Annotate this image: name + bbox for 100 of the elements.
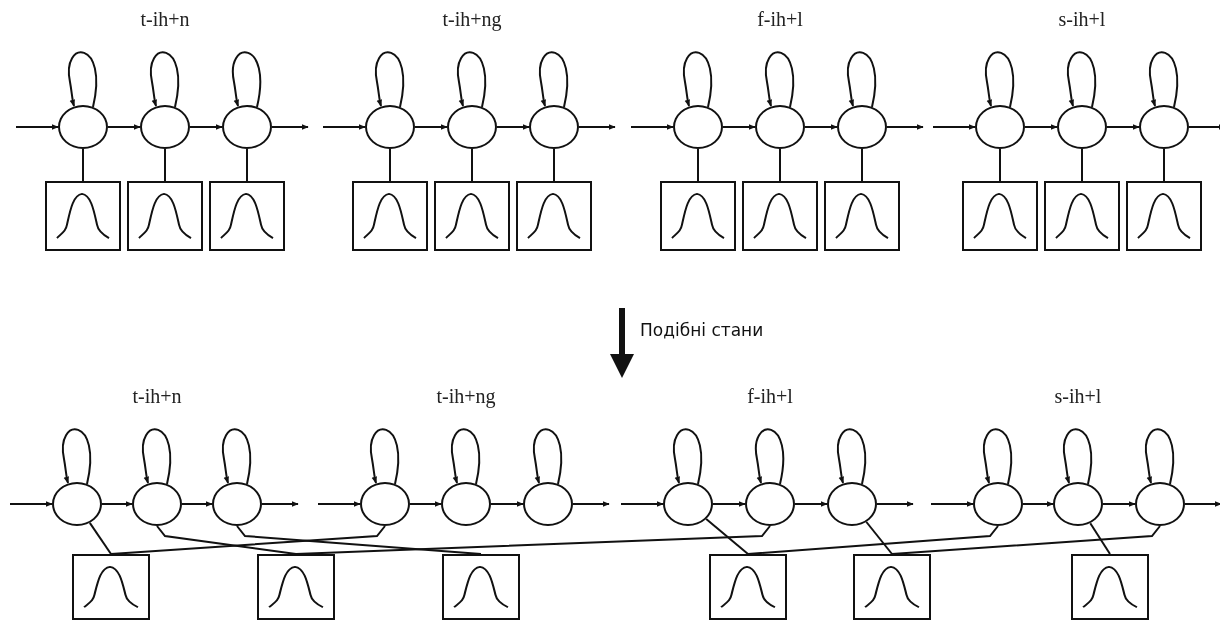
arrow: [317, 501, 361, 507]
link-line: [295, 525, 771, 555]
arrow: [1188, 124, 1220, 130]
distribution-box: [434, 181, 510, 251]
self-loop-arrow: [61, 428, 92, 485]
state-ellipse: [52, 482, 102, 526]
link-line: [88, 521, 112, 555]
state-ellipse: [1135, 482, 1185, 526]
arrow: [578, 124, 616, 130]
model-label: s-ih+l: [1054, 385, 1102, 408]
self-loop-arrow: [982, 428, 1013, 485]
state-ellipse: [755, 105, 805, 149]
arrow: [572, 501, 610, 507]
arrow: [261, 501, 299, 507]
distribution-box: [72, 554, 150, 620]
model-label: f-ih+l: [747, 385, 793, 408]
state-ellipse: [441, 482, 491, 526]
arrow: [794, 501, 828, 507]
state-ellipse: [837, 105, 887, 149]
self-loop-arrow: [221, 428, 252, 485]
link-line: [861, 148, 863, 182]
model-label: t-ih+ng: [442, 8, 502, 31]
state-ellipse: [212, 482, 262, 526]
state-ellipse: [529, 105, 579, 149]
arrow: [490, 501, 524, 507]
state-ellipse: [523, 482, 573, 526]
self-loop-arrow: [67, 51, 98, 108]
distribution-box: [853, 554, 931, 620]
self-loop-arrow: [682, 51, 713, 108]
arrow: [101, 501, 133, 507]
arrow: [271, 124, 309, 130]
arrow: [1024, 124, 1058, 130]
distribution-box: [1071, 554, 1149, 620]
state-ellipse: [132, 482, 182, 526]
self-loop-arrow: [369, 428, 400, 485]
arrow: [181, 501, 213, 507]
link-line: [891, 525, 1161, 555]
link-line: [1163, 148, 1165, 182]
link-line: [1089, 522, 1111, 555]
link-line: [779, 148, 781, 182]
link-line: [389, 148, 391, 182]
distribution-box: [516, 181, 592, 251]
self-loop-arrow: [532, 428, 563, 485]
self-loop-arrow: [149, 51, 180, 108]
link-line: [747, 525, 999, 555]
arrow: [620, 501, 664, 507]
self-loop-arrow: [764, 51, 795, 108]
arrow: [876, 501, 914, 507]
arrow: [804, 124, 838, 130]
arrow: [15, 124, 59, 130]
self-loop-arrow: [231, 51, 262, 108]
arrow: [414, 124, 448, 130]
distribution-box: [127, 181, 203, 251]
distribution-box: [1126, 181, 1202, 251]
state-ellipse: [222, 105, 272, 149]
state-ellipse: [365, 105, 415, 149]
link-line: [471, 148, 473, 182]
model-label: f-ih+l: [757, 8, 803, 31]
model-label: t-ih+n: [140, 8, 190, 31]
arrow: [496, 124, 530, 130]
distribution-box: [962, 181, 1038, 251]
link-line: [999, 148, 1001, 182]
self-loop-arrow: [538, 51, 569, 108]
distribution-box: [209, 181, 285, 251]
distribution-box: [352, 181, 428, 251]
self-loop-arrow: [141, 428, 172, 485]
arrow: [322, 124, 366, 130]
link-line: [697, 148, 699, 182]
state-ellipse: [673, 105, 723, 149]
self-loop-arrow: [846, 51, 877, 108]
model-label: t-ih+ng: [436, 385, 496, 408]
state-ellipse: [745, 482, 795, 526]
distribution-box: [45, 181, 121, 251]
distribution-box: [742, 181, 818, 251]
self-loop-arrow: [1062, 428, 1093, 485]
state-ellipse: [1053, 482, 1103, 526]
arrow: [9, 501, 53, 507]
link-line: [553, 148, 555, 182]
self-loop-arrow: [374, 51, 405, 108]
arrow: [886, 124, 924, 130]
arrow: [107, 124, 141, 130]
self-loop-arrow: [1148, 51, 1179, 108]
state-ellipse: [1139, 105, 1189, 149]
self-loop-arrow: [836, 428, 867, 485]
link-line: [236, 525, 482, 555]
link-line: [865, 521, 893, 555]
self-loop-arrow: [754, 428, 785, 485]
distribution-box: [442, 554, 520, 620]
arrow: [722, 124, 756, 130]
state-ellipse: [58, 105, 108, 149]
distribution-box: [709, 554, 787, 620]
distribution-box: [1044, 181, 1120, 251]
self-loop-arrow: [1066, 51, 1097, 108]
arrow: [1102, 501, 1136, 507]
arrow: [189, 124, 223, 130]
state-ellipse: [827, 482, 877, 526]
link-line: [82, 148, 84, 182]
self-loop-arrow: [456, 51, 487, 108]
self-loop-arrow: [672, 428, 703, 485]
state-ellipse: [140, 105, 190, 149]
